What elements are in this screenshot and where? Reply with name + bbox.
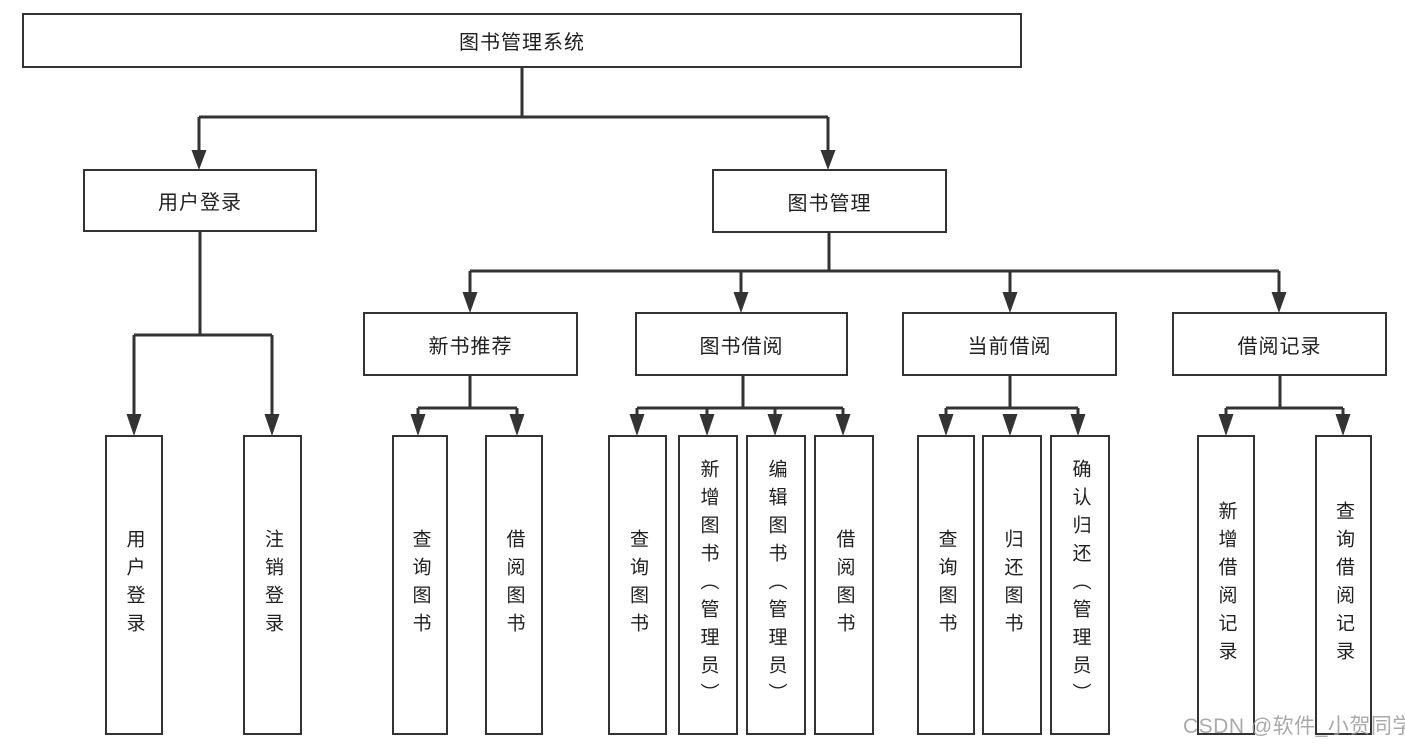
node-borrow-records: 借阅记录 xyxy=(1172,312,1387,376)
leaf-logout: 注销登录 xyxy=(243,435,302,735)
node-book-borrow: 图书借阅 xyxy=(635,312,848,376)
csdn-watermark: CSDN @软件_小贺同学 xyxy=(1183,715,1405,738)
node-new-book-recommend: 新书推荐 xyxy=(363,312,578,376)
leaf-borrow-query-books: 查询图书 xyxy=(608,435,667,735)
leaf-current-query-books: 查询图书 xyxy=(917,435,975,735)
node-current-borrow: 当前借阅 xyxy=(902,312,1117,376)
leaf-user-login: 用户登录 xyxy=(105,435,163,735)
leaf-records-query-record: 查询借阅记录 xyxy=(1315,435,1372,735)
leaf-recommend-borrow-books: 借阅图书 xyxy=(485,435,543,735)
node-book-management: 图书管理 xyxy=(712,169,947,233)
leaf-records-add-record: 新增借阅记录 xyxy=(1197,435,1255,735)
leaf-current-confirm-return: 确认归还（管理员） xyxy=(1050,435,1110,735)
node-root: 图书管理系统 xyxy=(22,13,1022,68)
leaf-current-return-books: 归还图书 xyxy=(982,435,1042,735)
leaf-borrow-borrow-books: 借阅图书 xyxy=(814,435,874,735)
node-user-login: 用户登录 xyxy=(83,169,317,232)
leaf-borrow-edit-books: 编辑图书（管理员） xyxy=(746,435,806,735)
leaf-recommend-query-books: 查询图书 xyxy=(392,435,448,735)
leaf-borrow-add-books: 新增图书（管理员） xyxy=(678,435,738,735)
